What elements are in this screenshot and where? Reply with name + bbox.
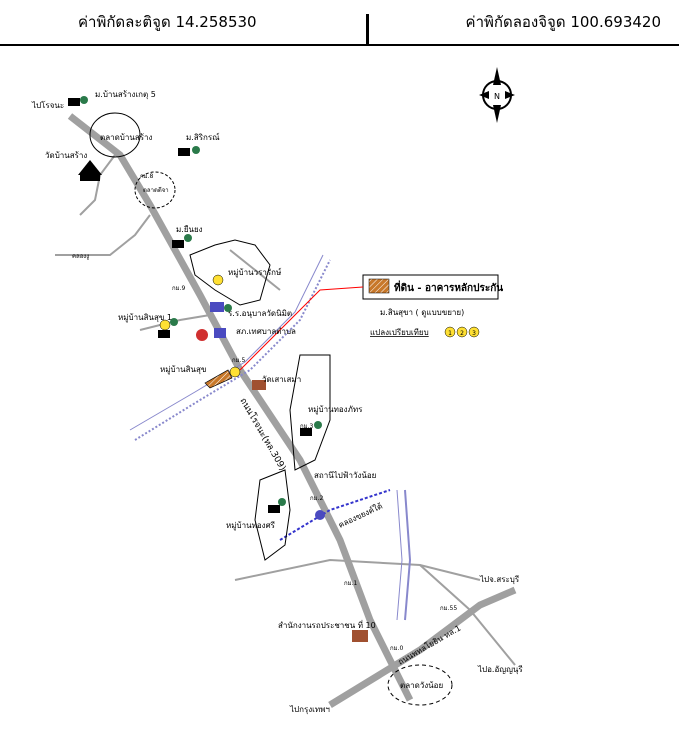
subject-land-marker xyxy=(204,369,233,389)
secondary-road xyxy=(139,314,211,331)
compass-n: N xyxy=(494,92,500,101)
label-talad-ban-sang: ตลาดบ้านสร้าง xyxy=(100,133,152,142)
temple-icon xyxy=(78,160,102,181)
building-icon xyxy=(68,96,88,106)
compass-rose: N xyxy=(479,67,515,123)
label-to-bangkok: ไปกรุงเทพฯ xyxy=(289,705,330,714)
secondary-road xyxy=(419,564,516,666)
plot-number-2: 2 xyxy=(460,330,464,337)
label-school: ร.ร.อนุบาลวัดนิมิต xyxy=(228,309,292,318)
legend: ที่ดิน - อาคารหลักประกัน ม.สินสุขา ( ดูแ… xyxy=(362,274,503,338)
secondary-road xyxy=(229,249,281,291)
km-marker: กม.9 xyxy=(172,285,185,292)
longitude-label: ค่าพิกัดลองจิจูด 100.693420 xyxy=(465,13,661,31)
label-moo-ban-sang-ket: ม.บ้านสร้างเกตุ 5 xyxy=(95,90,156,99)
plot-marker-1 xyxy=(229,366,241,378)
coordinates-header: ค่าพิกัดละติจูด 14.258530 ค่าพิกัดลองจิจ… xyxy=(0,0,679,46)
building-icon xyxy=(172,234,192,248)
village-boundary xyxy=(289,354,331,471)
label-to-ayutthaya: ไปอ.อัญญนุรี xyxy=(477,665,523,674)
fuel-icon xyxy=(315,510,325,520)
market-circle xyxy=(89,112,141,158)
km-marker: กม.0 xyxy=(390,645,403,652)
secondary-road xyxy=(79,154,116,216)
legend-plots-label: แปลงเปรียบเทียบ xyxy=(370,328,429,337)
label-office: สำนักงานรถประชาชน ที่ 10 xyxy=(278,619,376,630)
plot-badge-3 xyxy=(468,326,480,338)
plot-badge-2 xyxy=(456,326,468,338)
label-station: สถานีไปฟ้าวังน้อย xyxy=(314,471,376,480)
canal xyxy=(129,254,324,431)
temple-icon xyxy=(252,380,266,390)
highway-road xyxy=(328,586,517,708)
legend-title: ที่ดิน - อาคารหลักประกัน xyxy=(394,280,503,294)
secondary-road xyxy=(234,558,481,581)
plot-number-1: 1 xyxy=(448,330,452,337)
plot-badge-1 xyxy=(444,326,456,338)
building-icon xyxy=(300,421,322,436)
label-moo-yuen-yong: ม.ยืนยง xyxy=(176,225,203,234)
label-moo-ban-sinsuk-1: หมู่บ้านสินสุข 1 xyxy=(118,313,172,323)
plot-marker-2 xyxy=(212,274,224,286)
label-moo-ban-thong-kham: หมู่บ้านทองภัทร xyxy=(308,405,363,415)
label-wat-ban-sang: วัดบ้านสร้าง xyxy=(45,151,87,160)
km-marker: กม.8 xyxy=(140,173,153,180)
label-police: สภ.เทศบาลตำบล xyxy=(236,327,296,336)
label-moo-sirin: ม.สิริกรณ์ xyxy=(186,132,220,142)
label-talad-di-ja: ตลาดดีจา xyxy=(143,186,169,194)
label-asian-road: ถนนพหลโยธิน ทล.1 xyxy=(396,623,462,667)
label-to-rojana: ไปโรจนะ xyxy=(31,100,64,110)
office-icon xyxy=(352,630,368,642)
canal xyxy=(404,489,412,621)
building-icon xyxy=(178,146,200,156)
km-marker: กม.2 xyxy=(310,495,323,502)
police-icon xyxy=(196,328,226,341)
market-circle xyxy=(134,171,176,209)
latitude-label: ค่าพิกัดละติจูด 14.258530 xyxy=(78,13,257,31)
village-boundary xyxy=(189,239,271,306)
label-moo-ban-wararak: หมู่บ้านวรารักษ์ xyxy=(228,267,281,278)
plot-number-3: 3 xyxy=(472,330,476,337)
label-wat-samen: วัดเสาเสมา xyxy=(262,375,301,384)
km-marker: กม.55 xyxy=(440,605,457,612)
header-divider xyxy=(366,14,369,46)
leader-line xyxy=(239,286,364,371)
village-boundary xyxy=(254,469,291,561)
legend-subtitle: ม.สินสุขา ( ดูแบบขยาย) xyxy=(380,308,464,318)
building-icon xyxy=(158,318,178,338)
secondary-road xyxy=(55,214,151,256)
market-circle xyxy=(387,664,453,706)
canal xyxy=(396,489,403,621)
building-icon xyxy=(268,498,286,513)
label-klong-ngu: คลองงู xyxy=(72,253,89,260)
km-marker: กม.3 xyxy=(300,423,313,430)
km-marker: กม.1 xyxy=(344,580,357,587)
canal xyxy=(279,489,391,541)
km-marker: กม.5 xyxy=(232,357,245,364)
label-to-saraburi: ไปจ.สระบุรี xyxy=(479,575,520,584)
school-icon xyxy=(210,302,232,312)
label-talad: ตลาดวังน้อย xyxy=(400,681,443,690)
label-moo-ban-thong-sri: หมู่บ้านทองศรี xyxy=(226,521,276,531)
label-moo-ban-sinsuk: หมู่บ้านสินสุข xyxy=(160,365,206,375)
